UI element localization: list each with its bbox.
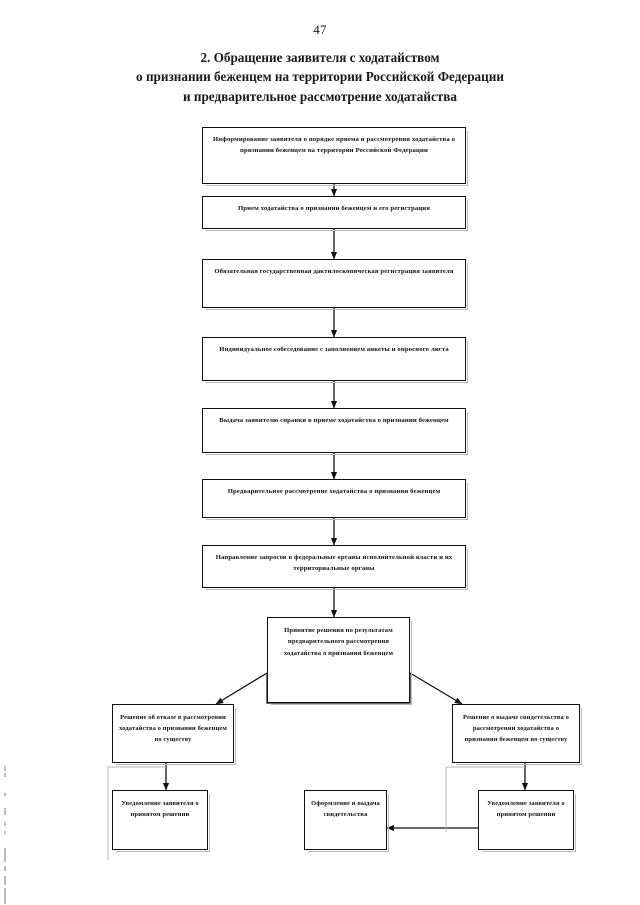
page-number: 47 — [313, 22, 327, 37]
scan-artifact — [4, 866, 6, 871]
scan-artifact — [4, 822, 6, 826]
flow-node-label: Выдача заявителю справки в приеме ходата… — [219, 417, 449, 424]
flow-node-label: Предварительное рассмотрение ходатайства… — [227, 488, 441, 495]
scan-artifact — [4, 808, 6, 815]
flow-node-label: Оформление и выдача свидетельства — [311, 800, 380, 819]
flow-node-label: Решение о выдаче свидетельства о рассмот… — [462, 714, 570, 744]
scan-artifact — [4, 848, 6, 862]
flow-node-application-intake: Прием ходатайства о признании беженцем и… — [202, 196, 468, 231]
scan-artifact — [4, 876, 6, 885]
scan-artifact — [4, 766, 6, 771]
flow-node-preliminary-review: Предварительное рассмотрение ходатайства… — [202, 479, 468, 520]
flow-node-issue-certificate-decision: Решение о выдаче свидетельства о рассмот… — [452, 704, 582, 765]
title-line-3: и предварительное рассмотрение ходатайст… — [182, 88, 457, 104]
flow-node-decision: Принятие решения по результатам предвари… — [267, 617, 412, 705]
flow-node-fingerprint-registration: Обязательная государственная дактилоскоп… — [202, 259, 468, 310]
flow-node-notify-applicant-left: Уведомление заявителя о принятом решении — [112, 790, 210, 852]
flow-node-label: Прием ходатайства о признании беженцем и… — [237, 205, 430, 212]
flow-node-label: Индивидуальное собеседование с заполнени… — [219, 346, 449, 353]
flow-node-individual-interview: Индивидуальное собеседование с заполнени… — [202, 337, 468, 383]
flow-node-informing: Информирование заявителя о порядке прием… — [202, 127, 468, 186]
flow-node-issue-certificate-document: Оформление и выдача свидетельства — [304, 790, 389, 852]
flow-node-label: Обязательная государственная дактилоскоп… — [214, 268, 454, 275]
scan-artifact — [4, 773, 6, 777]
flow-node-send-inquiries: Направление запросов в федеральные орган… — [202, 545, 468, 590]
scan-artifact — [4, 793, 6, 796]
title-line-2: о признании беженцем на территории Росси… — [136, 69, 504, 85]
scan-artifact — [4, 888, 6, 904]
flow-node-label: Принятие решения по результатам предвари… — [283, 627, 394, 657]
scan-artifact — [4, 831, 6, 834]
flow-node-issue-certificate-of-receipt: Выдача заявителю справки в приеме ходата… — [202, 408, 468, 455]
flow-node-label: Направление запросов в федеральные орган… — [215, 554, 453, 572]
flow-node-label: Решение об отказе в рассмотрении ходатай… — [119, 714, 227, 744]
flow-node-notify-applicant-right: Уведомление заявителя о принятом решении — [478, 790, 576, 852]
flow-node-label: Информирование заявителя о порядке прием… — [212, 136, 456, 154]
flow-node-label: Уведомление заявителя о принятом решении — [487, 800, 565, 819]
flow-node-label: Уведомление заявителя о принятом решении — [121, 800, 199, 819]
title-line-1: 2. Обращение заявителя с ходатайством — [200, 50, 440, 65]
page-title: 2. Обращение заявителя с ходатайством о … — [0, 48, 640, 106]
flow-node-refusal-decision: Решение об отказе в рассмотрении ходатай… — [112, 704, 236, 765]
